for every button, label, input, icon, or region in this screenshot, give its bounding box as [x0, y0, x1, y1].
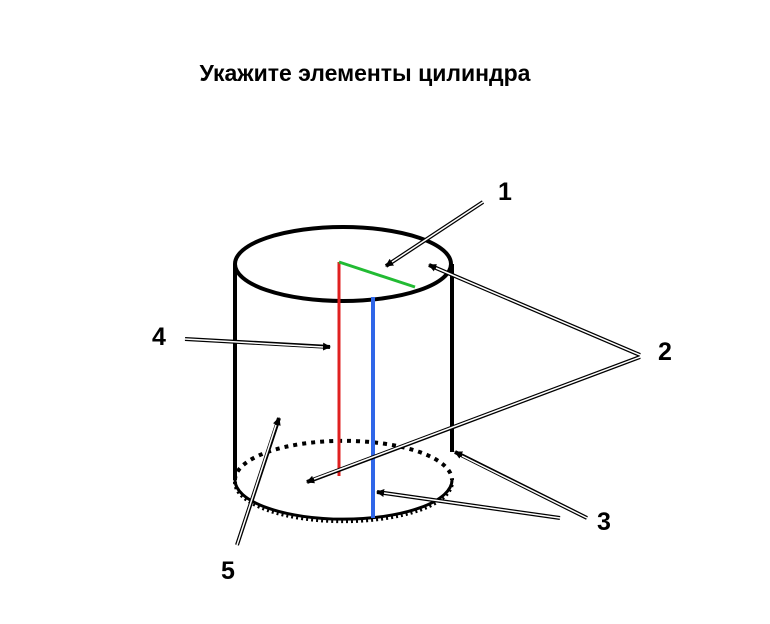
cylinder — [233, 225, 454, 524]
top-base — [233, 225, 453, 303]
pointer-arrows — [184, 200, 641, 546]
arrow-2-top — [428, 263, 641, 357]
diagram-title: Укажите элементы цилиндра — [199, 60, 531, 86]
arrow-3-generatrix — [376, 489, 561, 520]
arrow-5 — [235, 417, 281, 546]
label-5: 5 — [221, 557, 235, 585]
arrow-4 — [184, 337, 331, 351]
radius-segment — [338, 260, 416, 289]
arrow-2-bottom — [306, 355, 641, 484]
label-2: 2 — [658, 338, 672, 366]
arrow-1 — [384, 200, 485, 268]
label-1: 1 — [498, 178, 512, 206]
label-3: 3 — [597, 508, 611, 536]
arrow-3-side — [454, 450, 588, 520]
label-4: 4 — [152, 323, 166, 351]
